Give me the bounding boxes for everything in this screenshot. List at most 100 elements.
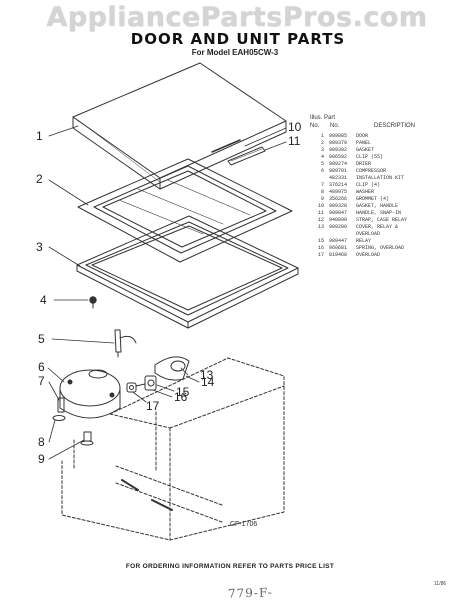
row-illus-number: 6	[320, 168, 324, 174]
row-illus-number: 15	[317, 238, 324, 244]
row-part-number: 489975	[329, 189, 348, 195]
row-description: SPRING, OVERLOAD	[356, 245, 405, 251]
callout-6: 6	[38, 360, 45, 374]
row-description: GASKET, HANDLE	[356, 203, 399, 209]
callout-15: 15	[176, 385, 190, 399]
row-illus-number	[310, 175, 324, 182]
row-description: DOOR	[356, 133, 369, 139]
row-part-number: 482331	[329, 175, 348, 181]
parts-list-row: 8 489975 WASHER	[310, 189, 460, 196]
parts-list-row: 10 989328 GASKET, HANDLE	[310, 203, 460, 210]
handle-part	[227, 146, 266, 166]
parts-list-row: 7 376214 CLIP (4)	[310, 182, 460, 189]
parts-list-row: 12 940890 STRAP, CASE RELAY	[310, 217, 460, 224]
mounting-hardware	[52, 397, 94, 446]
ordering-info-footer: FOR ORDERING INFORMATION REFER TO PARTS …	[125, 563, 335, 570]
callout-4: 4	[40, 293, 47, 307]
row-part-number: 940890	[329, 217, 348, 223]
parts-list-header: Illus. Part No. No. DESCRIPTION	[310, 115, 460, 133]
row-description: RELAY	[356, 238, 372, 244]
row-part-number	[329, 231, 356, 238]
site-watermark: AppliancePartsPros.com	[46, 2, 428, 33]
callout-7: 7	[38, 374, 45, 388]
row-part-number: 986592	[329, 154, 348, 160]
callout-9: 9	[38, 452, 45, 466]
row-description: WASHER	[356, 189, 375, 195]
parts-list-row: 3 989392 GASKET	[310, 147, 460, 154]
drier-part	[114, 329, 137, 358]
header-illus-no: No.	[310, 123, 320, 129]
row-illus-number: 10	[317, 203, 324, 209]
callout-2: 2	[36, 172, 43, 186]
row-description: CLIP (4)	[356, 182, 381, 188]
row-part-number: 376214	[329, 182, 348, 188]
row-description: STRAP, CASE RELAY	[356, 217, 408, 223]
page-number: 11/86	[434, 581, 447, 587]
model-subtitle: For Model EAH05CW-3	[191, 48, 279, 57]
row-part-number: 989328	[329, 203, 348, 209]
callout-17: 17	[146, 399, 160, 413]
parts-list-row: 13 989200 COVER, RELAY &	[310, 224, 460, 231]
row-description: INSTALLATION KIT	[356, 175, 405, 181]
row-illus-number: 5	[320, 161, 324, 167]
header-part-no: No.	[330, 123, 340, 129]
row-part-number: 989701	[329, 168, 348, 174]
row-part-number: 989200	[329, 224, 348, 230]
callout-1: 1	[36, 129, 43, 143]
row-illus-number: 7	[320, 182, 324, 188]
row-part-number: 989379	[329, 140, 348, 146]
row-description: OVERLOAD	[356, 252, 381, 258]
leader-lines	[47, 125, 287, 460]
callout-5: 5	[38, 332, 45, 346]
row-part-number: 989085	[329, 133, 348, 139]
callout-8: 8	[38, 435, 45, 449]
parts-list-row: OVERLOAD	[310, 231, 460, 238]
row-illus-number: 13	[317, 224, 324, 230]
clip-part	[89, 296, 97, 309]
callout-16: 16	[174, 390, 188, 404]
row-part-number: 960681	[329, 245, 348, 251]
row-description: HANDLE, SNAP-IN	[356, 210, 402, 216]
parts-list-row: 5 989274 DRIER	[310, 161, 460, 168]
compressor-part	[59, 369, 121, 419]
row-description: COMPRESSOR	[356, 168, 387, 174]
row-illus-number: 8	[320, 189, 324, 195]
row-illus-number: 11	[317, 210, 324, 216]
parts-list-row: 6 989701 COMPRESSOR	[310, 168, 460, 175]
row-illus-number: 1	[320, 133, 324, 139]
header-description: DESCRIPTION	[374, 123, 416, 129]
row-description: DRIER	[356, 161, 372, 167]
parts-list-row: 482331 INSTALLATION KIT	[310, 175, 460, 182]
parts-list-row: 11 989047 HANDLE, SNAP-IN	[310, 210, 460, 217]
row-description: OVERLOAD	[356, 231, 381, 237]
callout-14: 14	[201, 375, 215, 389]
row-part-number: 989274	[329, 161, 348, 167]
cabinet-outline	[61, 357, 285, 541]
row-illus-number: 12	[317, 217, 324, 223]
callout-11: 11	[288, 134, 301, 148]
handwritten-note: 779-F-	[227, 585, 274, 601]
row-illus-number: 3	[320, 147, 324, 153]
row-illus-number: 17	[317, 252, 324, 258]
row-illus-number: 2	[320, 140, 324, 146]
gasket-part	[76, 215, 299, 329]
row-illus-number: 9	[320, 196, 324, 202]
page-title: DOOR AND UNIT PARTS	[130, 30, 346, 48]
row-description: GASKET	[356, 147, 375, 153]
row-part-number: 989047	[329, 210, 348, 216]
row-description: COVER, RELAY &	[356, 224, 399, 230]
row-part-number: 989392	[329, 147, 348, 153]
row-part-number: 989447	[329, 238, 348, 244]
header-illus-part: Illus. Part	[310, 115, 336, 121]
callout-10: 10	[288, 120, 302, 134]
row-illus-number: 4	[320, 154, 324, 160]
row-part-number: 819468	[329, 252, 348, 258]
parts-list-row: 1 989085 DOOR	[310, 133, 460, 140]
